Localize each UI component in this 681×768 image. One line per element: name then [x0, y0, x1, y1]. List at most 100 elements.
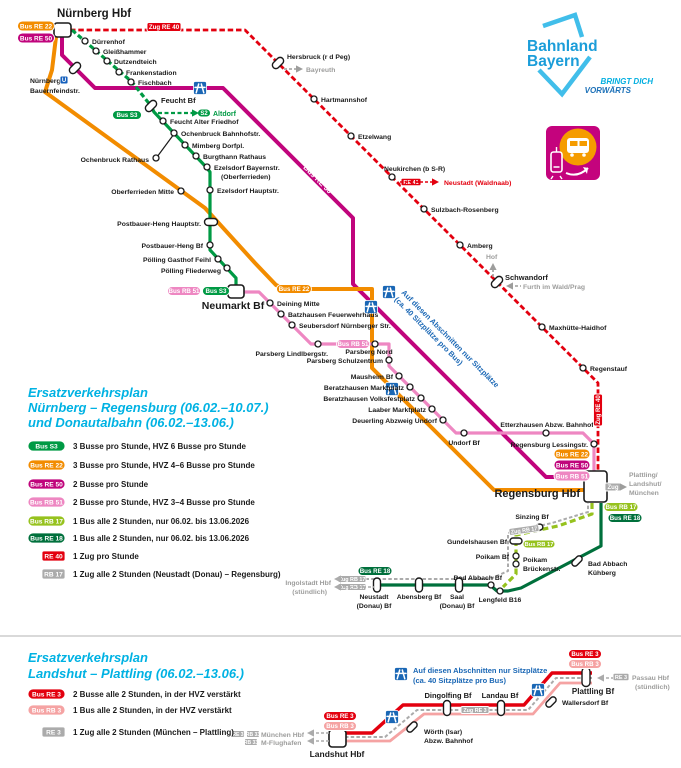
- station-label: Dürrenhof: [92, 39, 126, 46]
- station-parsberg-lindlbergstr: Parsberg Lindlbergstr.: [255, 340, 328, 358]
- map-label: Bus RE 18: [30, 536, 63, 543]
- zug-rb17-line: [337, 503, 589, 580]
- station-regenstauf: Regenstauf: [579, 364, 628, 373]
- station-label: Frankenstadion: [126, 70, 177, 77]
- station-label: Hartmannshof: [321, 97, 368, 104]
- autobahn-icon: [385, 710, 399, 724]
- station-marker: [395, 372, 403, 380]
- bayreuth-label: Bayreuth: [306, 67, 335, 74]
- map-label: Bus S3: [117, 112, 139, 119]
- legend-upper-title: Nürnberg – Regensburg (06.02.–10.07.): [28, 400, 269, 415]
- station-wallersdorf-bf: Wallersdorf Bf: [545, 696, 609, 708]
- map-label: Bus S3: [206, 288, 228, 295]
- bus-rb17-badge-rgb: Bus RB 17: [603, 502, 639, 512]
- bus-re3-line: [345, 671, 592, 735]
- station-label: Fischbach: [138, 80, 172, 87]
- station-postbauer-heng-bf: Postbauer-Heng Bf: [141, 241, 214, 250]
- ingolstadt-arrow-1-head: [334, 575, 341, 583]
- legend-text: 3 Busse pro Stunde, HVZ 6 Busse pro Stun…: [73, 442, 246, 451]
- passau-arrow-head: [597, 674, 604, 682]
- station-label: Oberferrieden Mitte: [111, 189, 174, 196]
- waldnaab-arrow-head: [432, 178, 439, 186]
- bus-rb3-badge-landshut: Bus RB 3: [323, 721, 357, 731]
- map-label: Zug: [608, 485, 619, 491]
- legend-upper-item: Bus RB 51 2 Busse pro Stunde, HVZ 3–4 Bus…: [27, 496, 255, 508]
- station-regensburg-hbf: Regensburg Hbf: [494, 470, 608, 503]
- altdorf-arrow-head: [192, 109, 199, 117]
- map-label: Bus RB 17: [30, 519, 63, 526]
- legend-badge: [27, 704, 66, 716]
- station-beratzhausen-marktplatz: Beratzhausen Marktplatz: [324, 383, 414, 392]
- station-gleisshammer: Gleißhammer: [92, 47, 147, 56]
- station-label: Bauernfeindstr.: [30, 88, 80, 95]
- map-label: RE 3: [46, 730, 61, 737]
- station-marker: [181, 141, 189, 149]
- station-marker: [545, 696, 557, 708]
- autobahn-icon: [364, 300, 378, 314]
- station-label: Neukirchen (b S-R): [384, 166, 445, 173]
- station-marker: [388, 173, 396, 181]
- station-ochenbruck-bahnhofstr: Ochenbruck Bahnhofstr.: [170, 129, 260, 138]
- legend-text: 1 Bus alle 2 Stunden, nur 06.02. bis 13.…: [73, 534, 250, 543]
- station-marker: [372, 577, 382, 593]
- map-label: Zug RE 40: [149, 24, 180, 31]
- station-label: Ezelsdorf Bayernstr.: [214, 165, 280, 172]
- map-label: Bus S3: [35, 444, 58, 451]
- map-label: Bus RE 22: [279, 286, 310, 293]
- station-marker: [266, 299, 274, 307]
- station-label: Bad Abbach: [588, 561, 627, 568]
- bus-rb3-badge-plattling: Bus RB 3: [568, 659, 602, 669]
- station-marker: [571, 555, 583, 567]
- station-marker: [439, 416, 447, 424]
- autobahn-icon: [382, 285, 396, 299]
- legend-upper-title: und Donautalbahn (06.02.–13.06.): [28, 415, 234, 430]
- seat-note-1a: Auf diesen Abschnitten nur Sitzplätze: [400, 288, 501, 389]
- rail-replacement-icon: [546, 126, 600, 180]
- station-label: Amberg: [467, 243, 493, 250]
- autobahn-icon: [394, 667, 408, 681]
- station-label: Regensburg Hbf: [494, 488, 580, 500]
- station-label: Hersbruck (r d Peg): [287, 54, 350, 61]
- station-label: Parsberg Schulzentrum: [307, 358, 383, 365]
- station-label: Neustadt: [359, 594, 389, 601]
- station-marker: [496, 699, 506, 717]
- legend-text: 1 Bus alle 2 Stunden, nur 06.02. bis 13.…: [73, 517, 250, 526]
- legend-badge: [27, 459, 66, 471]
- map-label: RE 40: [44, 554, 63, 561]
- map-label: Bus RB 3: [32, 708, 62, 715]
- station-label: Kühberg: [588, 570, 616, 577]
- legend-text: 2 Busse pro Stunde, HVZ 3–4 Busse pro St…: [73, 498, 255, 507]
- bus-re22-badge-nbg: Bus RE 22: [17, 20, 55, 32]
- station-marker: [420, 205, 428, 213]
- map-label: RB 33: [246, 732, 260, 738]
- map-label: Bus RB 51: [30, 500, 63, 507]
- station-label: Schwandorf: [505, 273, 548, 282]
- map-label: Zug RE 3: [463, 708, 486, 714]
- station-label: Sulzbach-Rosenberg: [431, 207, 499, 214]
- station-sulzbach-rosenberg: Sulzbach-Rosenberg: [420, 205, 499, 214]
- station-label: (Donau) Bf: [357, 603, 392, 610]
- station-label: Laaber Marktplatz: [368, 407, 426, 414]
- bus-rb51-badge-rgb: Bus RB 51: [553, 470, 591, 482]
- station-marker: [152, 154, 160, 162]
- map-label: S2: [200, 111, 208, 117]
- station-label: Ochenbruck Bahnhofstr.: [181, 131, 260, 138]
- furth-arrow-head: [506, 282, 513, 290]
- seat-note-1b: (ca. 40 Sitzplätze pro Bus): [393, 295, 465, 367]
- map-label: Bus RB 17: [606, 504, 638, 511]
- station-beratzhausen-volksfestplatz: Beratzhausen Volksfestplatz: [323, 394, 425, 403]
- station-label: Beratzhausen Volksfestplatz: [323, 396, 415, 403]
- map-label: RE 41: [403, 180, 418, 186]
- station-marker: [314, 340, 322, 348]
- station-label: Gundelshausen Bf: [447, 539, 508, 546]
- station-marker: [385, 356, 393, 364]
- map-label: RE 3: [615, 675, 627, 681]
- logo-arrow-top: [542, 12, 585, 38]
- station-label: Neumarkt Bf: [202, 300, 265, 312]
- autobahn-icon: [531, 683, 545, 697]
